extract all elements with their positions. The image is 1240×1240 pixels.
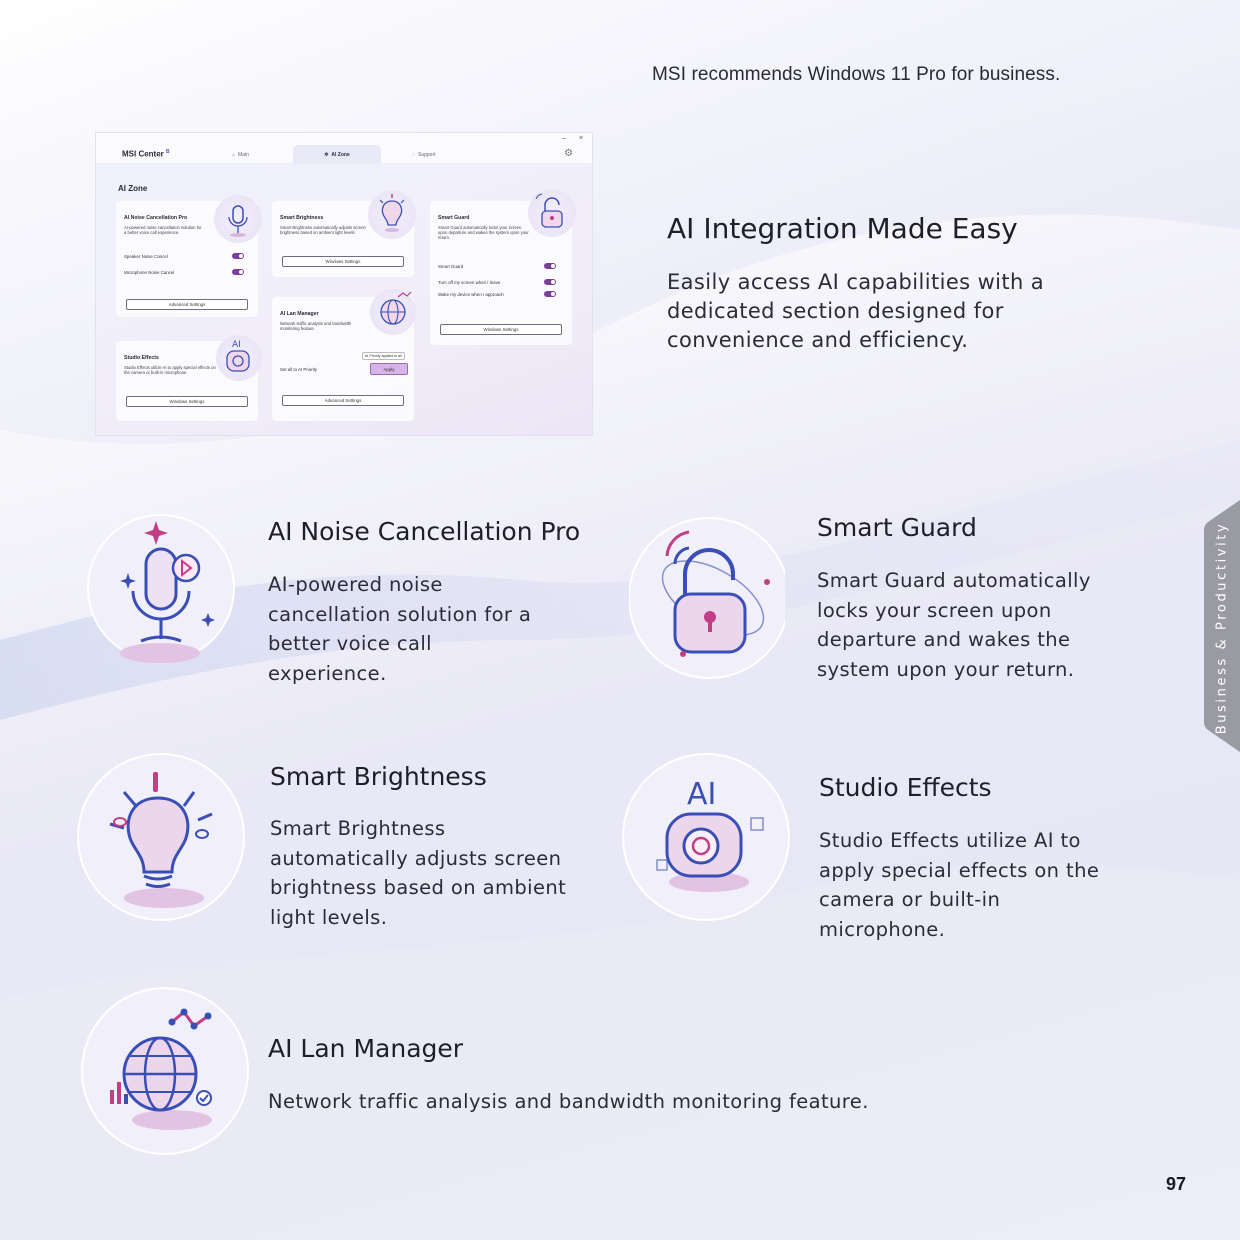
- gear-icon[interactable]: ⚙: [564, 148, 573, 159]
- microphone-icon: [214, 195, 262, 243]
- msi-center-window: MSI Center B ⌂Main ✲AI Zone ◌Support – ×…: [96, 133, 592, 435]
- brightness-feature-title: Smart Brightness: [270, 762, 487, 791]
- studio-feature-title: Studio Effects: [819, 773, 992, 802]
- side-section-label: Business & Productivity: [1214, 521, 1230, 735]
- guard-card: Smart Guard Smart Guard automatically lo…: [430, 189, 576, 345]
- brightness-windows-settings-button[interactable]: Windows Settings: [282, 256, 404, 267]
- smart-guard-toggle[interactable]: [544, 263, 556, 269]
- studio-feature-desc: Studio Effects utilize AI to apply speci…: [819, 829, 1100, 941]
- svg-text:AI: AI: [232, 340, 241, 350]
- microphone-noise-label: Microphone Noise Cancel: [124, 270, 175, 275]
- camera-icon: AI: [216, 335, 262, 381]
- noise-card-desc: AI-powered noise cancellation solution f…: [124, 225, 202, 236]
- microphone-icon: [87, 514, 235, 663]
- side-section-tab: [1204, 500, 1240, 752]
- intro-description: Easily access AI capabilities with a ded…: [667, 270, 1045, 352]
- support-icon: ◌: [412, 151, 415, 158]
- tab-support[interactable]: ◌Support: [412, 151, 436, 158]
- turn-off-screen-label: Turn off my screen when I leave: [438, 280, 501, 285]
- zone-title: AI Zone: [118, 184, 148, 193]
- apply-button[interactable]: Apply: [370, 363, 408, 375]
- noise-feature-desc: AI-powered noise cancellation solution f…: [268, 573, 532, 685]
- set-all-ai-priority-label: Set all to AI Priority: [280, 367, 318, 372]
- guard-feature-title: Smart Guard: [817, 513, 977, 542]
- tab-ai-zone[interactable]: ✲AI Zone: [293, 145, 381, 164]
- guard-card-title: Smart Guard: [438, 215, 470, 221]
- studio-card-title: Studio Effects: [124, 355, 159, 361]
- camera-icon: AI: [622, 753, 790, 921]
- studio-card-desc: Studio Effects utilize AI to apply speci…: [124, 365, 216, 376]
- noise-feature-title: AI Noise Cancellation Pro: [268, 517, 581, 546]
- studio-card: AI Studio Effects Studio Effects utilize…: [116, 335, 262, 421]
- studio-windows-settings-button[interactable]: Windows Settings: [126, 396, 248, 407]
- svg-text:AI: AI: [687, 777, 716, 812]
- padlock-icon: [528, 189, 576, 237]
- globe-icon: [81, 987, 249, 1155]
- guard-card-desc: Smart Guard automatically locks your scr…: [438, 225, 529, 241]
- guard-windows-settings-button[interactable]: Windows Settings: [440, 324, 562, 335]
- main-tab-icon: ⌂: [232, 151, 236, 158]
- noise-card-title: AI Noise Cancellation Pro: [124, 215, 188, 221]
- guard-feature-desc: Smart Guard automatically locks your scr…: [817, 569, 1091, 681]
- lan-feature-desc: Network traffic analysis and bandwidth m…: [268, 1090, 869, 1113]
- lan-card-desc: Network traffic analysis and bandwidth m…: [280, 321, 352, 332]
- padlock-icon: [629, 517, 785, 679]
- brightness-card-title: Smart Brightness: [280, 215, 324, 221]
- page-number: 97: [1166, 1174, 1187, 1194]
- brightness-card: Smart Brightness Smart Brightness automa…: [272, 191, 416, 277]
- wake-device-label: Wake my device when I approach: [438, 292, 504, 297]
- intro-title: AI Integration Made Easy: [667, 212, 1018, 245]
- microphone-noise-toggle[interactable]: [232, 269, 244, 275]
- turn-off-screen-toggle[interactable]: [544, 279, 556, 285]
- lan-card: AI Lan Manager Network traffic analysis …: [272, 289, 416, 421]
- speaker-noise-label: Speaker Noise Cancel: [124, 254, 168, 259]
- lan-card-title: AI Lan Manager: [280, 311, 319, 317]
- lan-advanced-settings-button[interactable]: Advanced Settings: [282, 395, 404, 406]
- app-brand: MSI Center B: [122, 149, 170, 159]
- recommendation-text: MSI recommends Windows 11 Pro for busine…: [652, 64, 1061, 85]
- close-button[interactable]: ×: [579, 135, 584, 142]
- speaker-noise-toggle[interactable]: [232, 253, 244, 259]
- lightbulb-icon: [77, 753, 245, 921]
- tab-main[interactable]: ⌂Main: [232, 151, 249, 158]
- minimize-button[interactable]: –: [562, 135, 566, 142]
- brightness-card-desc: Smart Brightness automatically adjusts s…: [280, 225, 366, 236]
- ai-sparkle-icon: ✲: [324, 151, 329, 158]
- lan-feature-title: AI Lan Manager: [268, 1034, 464, 1063]
- smart-guard-label: Smart Guard: [438, 264, 464, 269]
- brightness-feature-desc: Smart Brightness automatically adjusts s…: [270, 817, 567, 929]
- lightbulb-icon: [368, 191, 416, 239]
- globe-icon: [370, 289, 416, 335]
- noise-advanced-settings-button[interactable]: Advanced Settings: [126, 299, 248, 310]
- ai-priority-badge: AI Priority applied to all: [362, 352, 405, 360]
- wake-device-toggle[interactable]: [544, 291, 556, 297]
- noise-card: AI Noise Cancellation Pro AI-powered noi…: [116, 195, 262, 317]
